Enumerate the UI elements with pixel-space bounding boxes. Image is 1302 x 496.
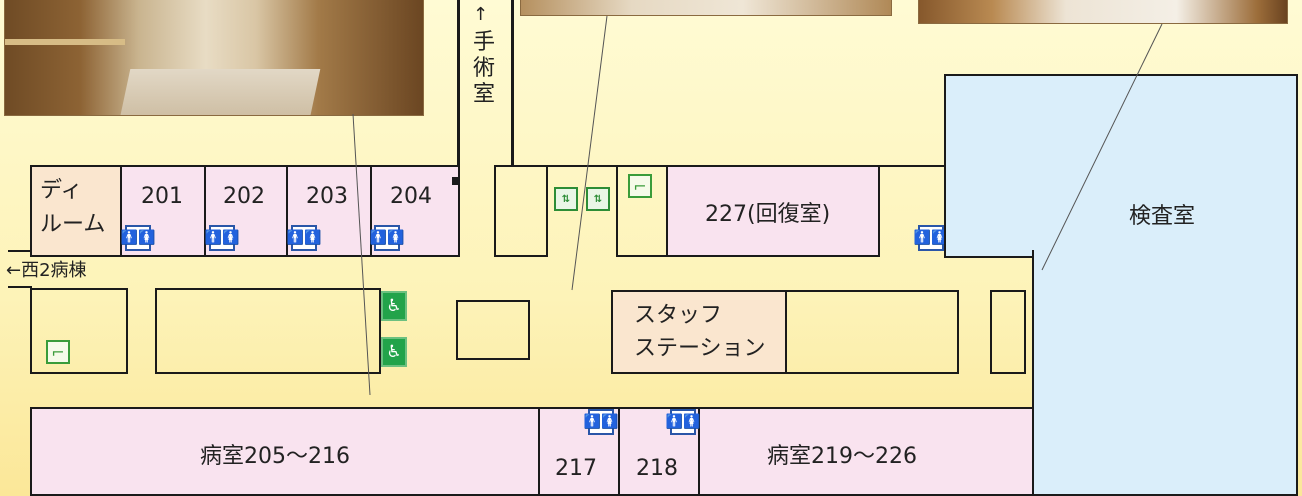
corridor-photo-center <box>520 0 892 16</box>
west-ward-arrow: ←西2病棟 <box>6 260 87 281</box>
room-unlabeled <box>456 300 530 360</box>
surgery-corridor-wall-right <box>511 0 514 166</box>
corridor-photo-west <box>4 0 424 116</box>
room-unlabeled <box>494 165 548 257</box>
wall-top <box>546 165 668 167</box>
wall-entrance-top <box>8 250 32 252</box>
room-unlabeled <box>785 290 959 374</box>
room-218-label: 218 <box>636 456 678 481</box>
leader-line-west <box>352 113 371 396</box>
surgery-label-3: 室 <box>473 82 496 107</box>
wheelchair-toilet-icon: ♿ <box>381 337 407 367</box>
toilet-icon: 🚹🚺 <box>205 225 239 251</box>
stairs-icon: ⌐ <box>46 340 70 364</box>
elevator-icon: ⇅ <box>586 187 610 211</box>
staff-station-label-2: ステーション <box>634 336 766 361</box>
surgery-label: 手 術 室 <box>473 30 495 108</box>
room-stairwell-west <box>30 288 128 374</box>
leader-line-center <box>571 15 608 291</box>
dayroom-label-1: ディ <box>40 178 83 203</box>
wheelchair-toilet-icon: ♿ <box>381 291 407 321</box>
room-staff-station <box>611 290 787 374</box>
surgery-label-1: 手 <box>473 30 496 55</box>
exam-fill <box>946 76 1034 163</box>
wall-notch <box>452 177 460 185</box>
room-219-226-label: 病室219〜226 <box>767 444 917 469</box>
room-205-216-label: 病室205〜216 <box>200 444 350 469</box>
room-202-label: 202 <box>223 184 265 209</box>
toilet-icon: 🚹🚺 <box>370 225 404 251</box>
toilet-icon: 🚹🚺 <box>914 225 948 251</box>
room-202 <box>204 165 288 257</box>
exam-room-label: 検査室 <box>1129 204 1196 229</box>
room-unlabeled <box>155 288 381 374</box>
surgery-arrow: ↑ <box>473 4 489 25</box>
room-exam <box>1032 250 1298 496</box>
toilet-icon: 🚹🚺 <box>121 225 155 251</box>
stairs-icon: ⌐ <box>628 174 652 198</box>
toilet-icon: 🚹🚺 <box>584 409 618 435</box>
surgery-corridor-wall-left <box>457 0 460 185</box>
toilet-icon: 🚹🚺 <box>287 225 321 251</box>
room-203-label: 203 <box>306 184 348 209</box>
room-204-label: 204 <box>390 184 432 209</box>
staff-station-label-1: スタッフ <box>634 303 723 328</box>
elevator-icon: ⇅ <box>554 187 578 211</box>
toilet-icon: 🚹🚺 <box>666 409 700 435</box>
leader-line-east <box>1041 23 1163 271</box>
surgery-label-2: 術 <box>473 56 496 81</box>
room-219-226 <box>698 407 1034 496</box>
room-217-label: 217 <box>555 456 597 481</box>
room-205-216 <box>30 407 540 496</box>
room-227-recovery <box>666 165 880 257</box>
dayroom-label-2: ルーム <box>40 212 106 237</box>
wall-entrance-bottom <box>8 286 32 288</box>
room-201-label: 201 <box>141 184 183 209</box>
corridor-photo-east <box>918 0 1288 24</box>
room-unlabeled <box>990 290 1026 374</box>
room-227-label: 227(回復室) <box>705 202 831 227</box>
